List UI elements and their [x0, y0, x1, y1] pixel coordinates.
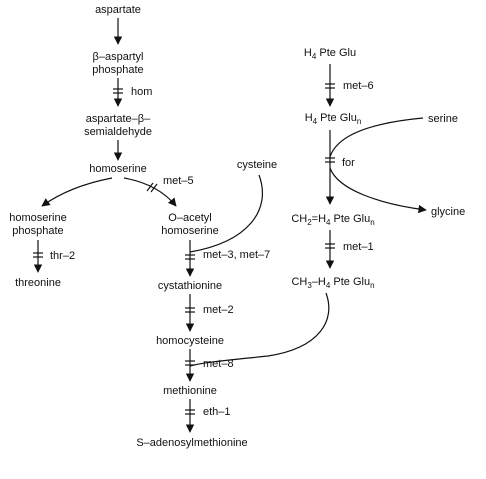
aspartate-label: aspartate	[95, 4, 141, 16]
gene-met-6: met–6	[343, 80, 374, 92]
homoserine-label: homoserine	[89, 163, 146, 175]
met5-block-bar-2	[150, 183, 158, 193]
aspartate-semialdehyde-label-2: semialdehyde	[84, 126, 152, 138]
beta-aspartyl-phosphate-label-2: phosphate	[92, 64, 143, 76]
aspartate-semialdehyde-label-1: aspartate–β–	[86, 113, 151, 125]
o-acetylhomoserine-label-1: O–acetyl	[168, 212, 211, 224]
methionine-label: methionine	[163, 385, 217, 397]
gene-met-1: met–1	[343, 241, 374, 253]
gene-thr-2: thr–2	[50, 250, 75, 262]
h4-pte-glun-label: H4 Pte Glun	[305, 112, 362, 126]
gene-hom: hom	[131, 86, 152, 98]
beta-aspartyl-phosphate-label-1: β–aspartyl	[93, 51, 144, 63]
serine-input-curve	[329, 117, 424, 158]
methyl-h4-pte-glun-label: CH3–H4 Pte Glun	[291, 276, 374, 290]
cysteine-input-curve	[189, 174, 264, 253]
gene-eth-1: eth–1	[203, 406, 231, 418]
cystathionine-label: cystathionine	[158, 280, 222, 292]
serine-label: serine	[428, 113, 458, 125]
gene-for: for	[342, 157, 355, 169]
gene-met-3-met-7: met–3, met–7	[203, 249, 270, 261]
gene-met-2: met–2	[203, 304, 234, 316]
methyl-donor-curve-to-methionine-synthesis	[189, 292, 330, 367]
cysteine-label: cysteine	[237, 159, 277, 171]
o-acetylhomoserine-label-2: homoserine	[161, 225, 218, 237]
threonine-label: threonine	[15, 277, 61, 289]
methylene-h4-pte-glun-label: CH2=H4 Pte Glun	[291, 213, 374, 227]
h4-pte-glu-label: H4 Pte Glu	[304, 47, 356, 61]
glycine-label: glycine	[431, 206, 465, 218]
s-adenosylmethionine-label: S–adenosylmethionine	[136, 437, 247, 449]
met5-block-bar-1	[146, 182, 154, 192]
homocysteine-label: homocysteine	[156, 335, 224, 347]
arrow-homoserine-to-homoserine-phosphate	[41, 177, 113, 207]
homoserine-phosphate-label-2: phosphate	[12, 225, 63, 237]
gene-met-5: met–5	[163, 175, 194, 187]
homoserine-phosphate-label-1: homoserine	[9, 212, 66, 224]
arrow-to-glycine	[329, 167, 427, 214]
